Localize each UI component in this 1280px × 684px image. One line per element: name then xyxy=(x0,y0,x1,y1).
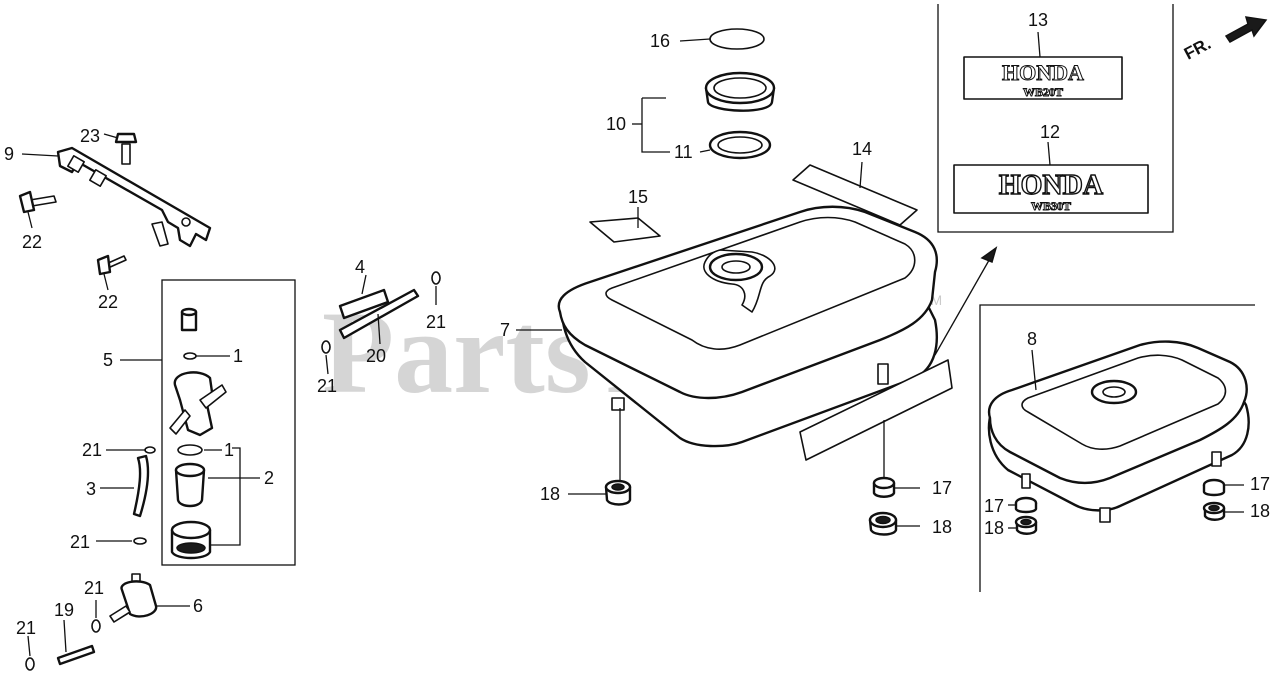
clip-21-vent-top xyxy=(431,271,441,285)
tank-bracket-9 xyxy=(56,146,212,248)
mount-rubber-18-left xyxy=(604,479,632,506)
callout-23: 23 xyxy=(80,126,100,146)
tank8-stud-left xyxy=(1021,473,1031,489)
emblem-location-arrow xyxy=(934,246,998,356)
callout-3: 3 xyxy=(86,479,96,499)
callout-22: 22 xyxy=(98,292,118,312)
callout-21: 21 xyxy=(317,376,337,396)
callout-21: 21 xyxy=(70,532,90,552)
fuel-tank-8 xyxy=(987,340,1250,523)
fuel-cock-assembly-frame xyxy=(161,279,296,566)
callout-9: 9 xyxy=(4,144,14,164)
alt-tank-frame xyxy=(979,304,1255,592)
mount-rubber-18-alt-right xyxy=(1202,501,1226,521)
emblem-12-brand: HONDA xyxy=(999,170,1104,201)
vent-tube-4 xyxy=(338,288,390,320)
callout-18: 18 xyxy=(540,484,560,504)
emblem-13-model: WB20T xyxy=(1023,85,1063,99)
fuel-tube-3 xyxy=(132,454,150,518)
front-label: FR. xyxy=(1181,34,1214,64)
callout-18: 18 xyxy=(984,518,1004,538)
fuel-filter-6 xyxy=(109,573,158,623)
cushion-17-alt-right xyxy=(1202,478,1226,497)
cap-gasket-11 xyxy=(708,130,772,160)
callout-2: 2 xyxy=(264,468,274,488)
emblem-13-plate xyxy=(963,56,1123,100)
front-direction-indicator: FR. xyxy=(1181,16,1268,64)
callout-17: 17 xyxy=(932,478,952,498)
clip-21-vent-bottom xyxy=(321,340,331,354)
emblem-13-wb20t: HONDA WB20T xyxy=(963,56,1123,100)
label-strip-7-side xyxy=(799,359,953,461)
fuel-cap-10 xyxy=(704,71,776,112)
leader-lines xyxy=(21,31,1244,657)
clip-21-tube-19 xyxy=(25,657,35,671)
callout-13: 13 xyxy=(1028,10,1048,30)
fuel-tube-19 xyxy=(56,644,96,666)
callout-18: 18 xyxy=(1250,501,1270,521)
emblem-12-wb30t: HONDA WB30T xyxy=(953,164,1149,214)
mount-rubber-18-center xyxy=(868,511,898,536)
tank8-stud-right xyxy=(1211,451,1222,467)
callout-5: 5 xyxy=(103,350,113,370)
callout-21: 21 xyxy=(82,440,102,460)
callout-numbers: 23 9 22 22 5 1 1 2 21 3 21 21 19 21 6 4 … xyxy=(4,10,1270,638)
o-ring-1-upper xyxy=(183,352,197,360)
callout-4: 4 xyxy=(355,257,365,277)
vent-tube-20 xyxy=(338,288,420,340)
callout-12: 12 xyxy=(1040,122,1060,142)
label-strip-15 xyxy=(589,217,661,243)
tank-mount-stud-right xyxy=(877,363,889,385)
callout-18: 18 xyxy=(932,517,952,537)
cushion-17-center xyxy=(872,476,896,498)
o-ring-1-lower xyxy=(177,444,203,456)
fuel-filter-cup xyxy=(174,468,206,508)
clip-21-filter xyxy=(91,619,101,633)
fuel-tank-7 xyxy=(557,205,938,448)
emblem-frame xyxy=(937,4,1174,233)
callout-17: 17 xyxy=(984,496,1004,516)
cap-seal-16 xyxy=(709,28,765,50)
callout-1: 1 xyxy=(233,346,243,366)
callout-21: 21 xyxy=(84,578,104,598)
callout-16: 16 xyxy=(650,31,670,51)
callout-14: 14 xyxy=(852,139,872,159)
callout-22: 22 xyxy=(22,232,42,252)
bolt-22-upper xyxy=(18,190,57,214)
bolt-23 xyxy=(114,132,138,165)
callout-21: 21 xyxy=(426,312,446,332)
bolt-22-lower xyxy=(96,254,127,276)
callout-19: 19 xyxy=(54,600,74,620)
mount-rubber-18-alt-left xyxy=(1014,515,1038,535)
callout-15: 15 xyxy=(628,187,648,207)
callout-6: 6 xyxy=(193,596,203,616)
tank-mount-stud-left xyxy=(611,397,625,411)
emblem-12-model: WB30T xyxy=(1031,199,1071,213)
callout-17: 17 xyxy=(1250,474,1270,494)
callout-20: 20 xyxy=(366,346,386,366)
front-arrow-icon xyxy=(1224,16,1268,43)
callout-8: 8 xyxy=(1027,329,1037,349)
callout-7: 7 xyxy=(500,320,510,340)
emblem-12-plate xyxy=(953,164,1149,214)
callout-11: 11 xyxy=(674,142,693,162)
callout-10: 10 xyxy=(606,114,626,134)
label-strip-14 xyxy=(792,164,918,226)
fuel-cock-body xyxy=(173,371,214,437)
emblem-13-brand: HONDA xyxy=(1002,60,1084,85)
fuel-cock-5 xyxy=(169,307,227,560)
tank-filler-opening xyxy=(721,260,751,274)
callout-21: 21 xyxy=(16,618,36,638)
clip-21-tube-top xyxy=(144,446,156,454)
cushion-17-alt-left xyxy=(1014,496,1038,514)
clip-21-tube-bottom xyxy=(133,537,147,545)
tank8-stud-bottom xyxy=(1099,507,1111,523)
callout-1: 1 xyxy=(224,440,234,460)
